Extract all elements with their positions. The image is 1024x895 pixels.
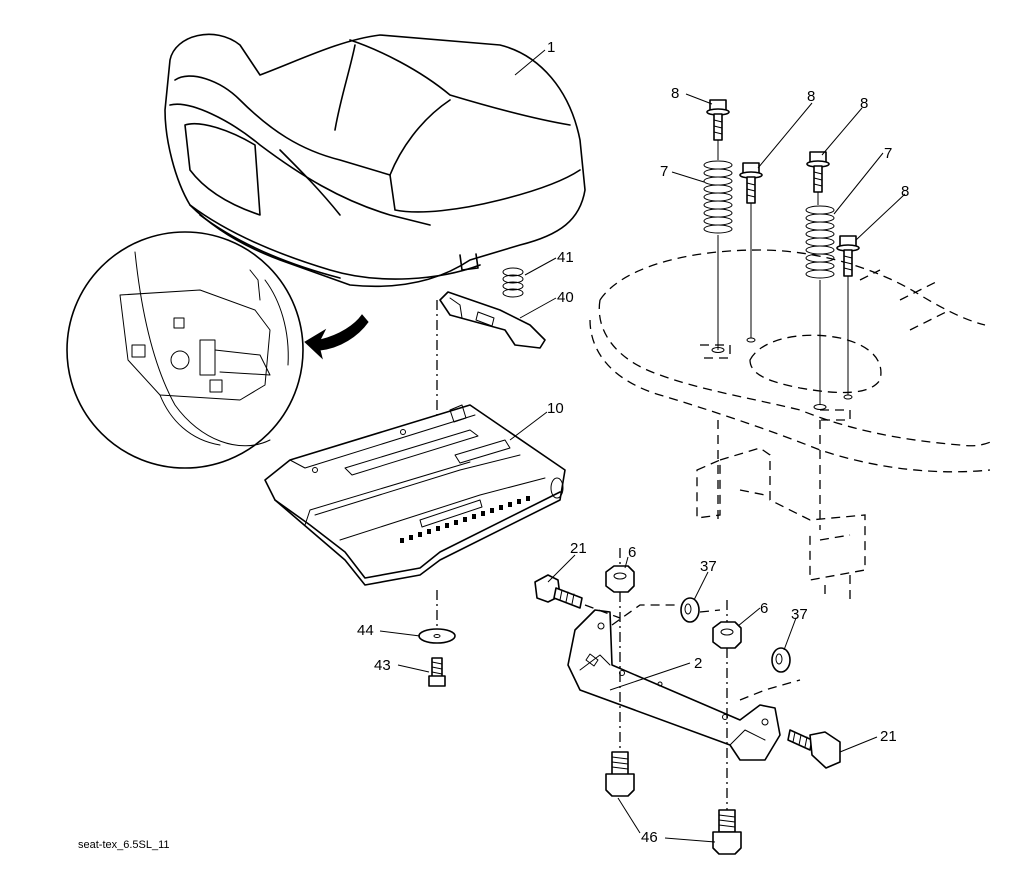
callout-41: 41 bbox=[557, 249, 574, 266]
callout-40: 40 bbox=[557, 289, 574, 306]
callout-21-right: 21 bbox=[880, 728, 897, 745]
seat-pan bbox=[264, 404, 566, 586]
bracket-bolt-right bbox=[787, 729, 841, 769]
flange-nut-right bbox=[712, 621, 742, 649]
callout-46: 46 bbox=[641, 829, 658, 846]
seat-spring bbox=[502, 267, 524, 298]
detail-arrow bbox=[304, 314, 369, 360]
flange-nut-left bbox=[605, 565, 635, 593]
lower-bolt-right bbox=[712, 809, 742, 855]
callout-8-c: 8 bbox=[860, 95, 868, 112]
seat-cushion bbox=[164, 33, 586, 288]
callout-37-right: 37 bbox=[791, 606, 808, 623]
callout-21-left: 21 bbox=[570, 540, 587, 557]
bushing-right bbox=[771, 647, 791, 673]
spring-bolt-4 bbox=[836, 235, 860, 277]
spring-bolt-1 bbox=[706, 99, 730, 141]
bolt-alignment-lines bbox=[717, 140, 849, 405]
bracket-alignment-lines bbox=[717, 420, 821, 530]
callout-7-right: 7 bbox=[884, 145, 892, 162]
callout-8-a: 8 bbox=[671, 85, 679, 102]
callout-10: 10 bbox=[547, 400, 564, 417]
callout-7-left: 7 bbox=[660, 163, 668, 180]
fender-holes bbox=[711, 337, 853, 410]
hidden-bracket bbox=[696, 447, 866, 600]
spring-bolt-2 bbox=[739, 162, 763, 204]
seat-mounting-bracket bbox=[567, 609, 781, 761]
seat-spring-left bbox=[703, 160, 733, 234]
callout-2: 2 bbox=[694, 655, 702, 672]
seat-pan-adjust-holes bbox=[400, 496, 530, 543]
callout-43: 43 bbox=[374, 657, 391, 674]
diagram-reference-code: seat-tex_6.5SL_11 bbox=[78, 839, 170, 851]
fender-outline bbox=[589, 249, 996, 473]
bushing-left bbox=[680, 597, 700, 623]
bracket-bolt-left bbox=[534, 574, 583, 609]
detail-magnifier bbox=[66, 231, 304, 469]
callout-1: 1 bbox=[547, 39, 555, 56]
leader-lines bbox=[379, 49, 906, 843]
callout-6-left: 6 bbox=[628, 544, 636, 561]
bracket-vertical-axes bbox=[619, 548, 728, 810]
callout-labels: 1 2 6 6 7 7 8 8 8 8 10 21 21 37 37 40 41… bbox=[357, 39, 909, 846]
callout-37-left: 37 bbox=[700, 558, 717, 575]
callout-6-right: 6 bbox=[760, 600, 768, 617]
seat-spring-right bbox=[805, 205, 835, 279]
lower-bolt-left bbox=[605, 751, 635, 797]
seat-latch-plate bbox=[439, 291, 546, 349]
spring-bolt-3 bbox=[806, 151, 830, 193]
flat-washer bbox=[418, 628, 456, 644]
callout-44: 44 bbox=[357, 622, 374, 639]
left-bolt-axis bbox=[584, 604, 621, 619]
seat-bolt bbox=[428, 657, 446, 687]
bushing-axes bbox=[611, 604, 801, 701]
callout-8-b: 8 bbox=[807, 88, 815, 105]
callout-8-d: 8 bbox=[901, 183, 909, 200]
